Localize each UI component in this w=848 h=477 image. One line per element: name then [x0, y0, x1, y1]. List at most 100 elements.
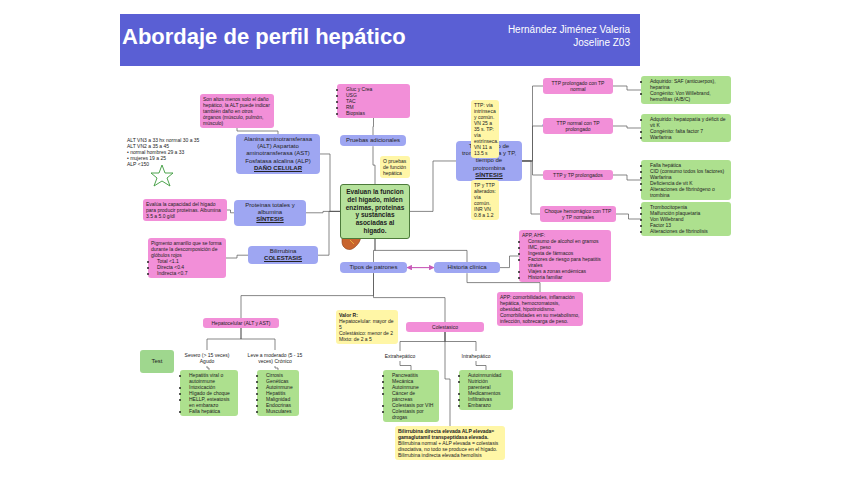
blue-box: Pruebas adicionales — [340, 135, 406, 146]
node-text: Viajes a zonas endémicas — [528, 268, 608, 274]
node-text: TTP normal con TP prolongado — [546, 120, 610, 132]
node-text: USG — [346, 92, 407, 98]
node-text: Valor R: — [339, 312, 395, 318]
node-text: Factor 13 — [650, 222, 728, 228]
note-label: ALT VN3 a 33 hx normal 30 a 35 — [127, 137, 199, 143]
node-text: TTP y TP prolongados — [546, 172, 610, 178]
node-text: SÍNTESIS — [459, 172, 519, 179]
node-text: Colestasis por drogas — [392, 408, 436, 420]
plain-box: Intrahepático — [456, 351, 496, 361]
connector — [207, 328, 241, 350]
node-text: Hígado de choque — [189, 390, 235, 396]
node-text: Infiltrativas — [468, 396, 510, 402]
node-text: Alteraciones de fibrinógeno o trombina — [650, 186, 728, 198]
connector — [476, 361, 486, 370]
pink-box: APP, AHF:Consumo de alcohol en gramosIMC… — [519, 230, 611, 282]
node-text: RM — [346, 104, 407, 110]
green-box: CirrosisGenéticasAutoinmuneHepatitisMali… — [257, 370, 299, 416]
green-box: AutoinmunidadNutrición parenteralMedicam… — [459, 370, 513, 410]
node-text: COLESTASIS — [251, 255, 315, 262]
pink-box: TTP y TP prolongados — [543, 170, 613, 180]
node-text: Genéticas — [266, 378, 296, 384]
node-text: Pancreatitis — [392, 372, 436, 378]
node-text: Choque hemorrágico con TTP y TP normales — [543, 208, 613, 220]
yellow-box: Valor R:Hepatocelular: mayor de 5Colestá… — [336, 310, 398, 344]
pink-box: Choque hemorrágico con TTP y TP normales — [540, 206, 616, 222]
note-label: ALT VN2 a 35 a 45 — [127, 143, 169, 149]
connector — [410, 161, 456, 211]
node-text: Deficiencia de vit K — [650, 180, 728, 186]
pink-box: Pigmento amarillo que se forma durante l… — [148, 238, 226, 278]
pink-box: Hepatocelular (ALT y AST) — [203, 318, 279, 328]
node-text: Ingesta de fármacos — [528, 250, 608, 256]
connector — [613, 126, 641, 128]
node-text: Historia familiar — [528, 274, 608, 280]
node-text: Son altos menos solo el daño hepático, l… — [203, 96, 271, 126]
node-text: Hepatocelular (ALT y AST) — [206, 320, 276, 326]
node-text: Alanina aminotransferasa (ALT) Aspartato… — [239, 136, 317, 165]
connector — [241, 328, 275, 350]
node-text: Consumo de alcohol en gramos — [528, 238, 608, 244]
node-text: Colestásico: menor de 2 — [339, 330, 395, 336]
node-text: IMC, peso — [528, 244, 608, 250]
blue-box: Alanina aminotransferasa (ALT) Aspartato… — [236, 134, 320, 174]
node-text: Falla hepática — [650, 162, 728, 168]
node-text: Pruebas adicionales — [343, 137, 403, 144]
test-box: Test — [140, 350, 174, 373]
pink-box: APP: comorbilidades, inflamación hepátic… — [497, 292, 583, 326]
node-text: Historia clínica — [437, 264, 497, 271]
pink-box: Son altos menos solo el daño hepático, l… — [200, 94, 274, 128]
node-text: Total <1.1 — [157, 258, 223, 264]
node-text: SÍNTESIS — [237, 216, 303, 223]
connector — [616, 214, 641, 219]
yellow-box: Bilirrubina directa elevada ALP elevada=… — [395, 426, 505, 460]
node-text: Malignidad — [266, 396, 296, 402]
yellow-box: TP y TTP alterados: vía común. INR VN 0.… — [471, 180, 499, 220]
connector — [613, 175, 641, 180]
pink-box: Colestasico — [406, 322, 484, 332]
node-text: TAC — [346, 98, 407, 104]
note-label: • normal hombres 29 a 33 — [127, 149, 184, 155]
node-text: Severo (> 15 veces) Agudo — [179, 352, 235, 364]
node-text: Proteinas totales y albumina — [237, 202, 303, 216]
connector — [318, 211, 340, 255]
node-text: Adquirido: SAF (anticuerpos), heparina — [650, 78, 728, 90]
node-text: Adquirido: hepatopatía y déficit de vit … — [650, 116, 728, 128]
node-text: Autoinmune — [392, 384, 436, 390]
node-text: Autoinmune — [266, 384, 296, 390]
node-text: Trombocitopenia — [650, 204, 728, 210]
node-text: Hepatitis — [266, 390, 296, 396]
node-text: DAÑO CELULAR — [239, 165, 317, 172]
green-box: TrombocitopeniaMalfunción plaquetariaVon… — [641, 202, 731, 236]
node-text: Congénito: Von Willebrand, hemofilias (A… — [650, 90, 728, 102]
node-text: Extrahepático — [383, 353, 417, 359]
node-text: Alteraciones de fibrinolisis — [650, 228, 728, 234]
center-box: Evaluan la funcion del hígado, miden enz… — [340, 184, 410, 239]
green-box: Falla hepáticaCID (consumo todos los fac… — [641, 160, 731, 200]
node-text: Intoxicación — [189, 384, 235, 390]
node-text: TP y TTP alterados: vía común. INR VN 0.… — [474, 182, 496, 218]
pink-box: TTP prolongado con TP normal — [543, 78, 613, 94]
note-label: • mujeres 19 a 25 — [127, 155, 166, 161]
blue-box: BilirrubinaCOLESTASIS — [248, 246, 318, 264]
node-text: Intrahepático — [459, 353, 493, 359]
node-text: Evalúa la capacidad del hígado para prod… — [146, 201, 224, 219]
node-text: Colestasico — [409, 324, 481, 330]
node-text: Musculares — [266, 408, 296, 414]
pink-box: Gluc y CreaUSGTACRMBiopsias — [337, 84, 410, 118]
node-text: Bilirrubina indirecta elevada hemolisis — [398, 452, 502, 458]
note-label: ALP <150 — [127, 161, 149, 167]
connector — [226, 255, 248, 258]
green-box: Adquirido: hepatopatía y déficit de vit … — [641, 114, 731, 142]
blue-box: Proteinas totales y albuminaSÍNTESIS — [234, 200, 306, 226]
node-text: Cáncer de páncreas — [392, 390, 436, 402]
node-text: Pigmento amarillo que se forma durante l… — [151, 240, 223, 258]
node-text: Autoinmunidad — [468, 372, 510, 378]
node-text: Factores de riesgo para hepatitis virale… — [528, 256, 608, 268]
node-text: O pruebas de función hepática — [383, 158, 407, 176]
node-text: Endocrinas — [266, 402, 296, 408]
connector — [227, 210, 234, 213]
blue-box: Historia clínica — [434, 262, 500, 273]
connector — [522, 161, 540, 214]
